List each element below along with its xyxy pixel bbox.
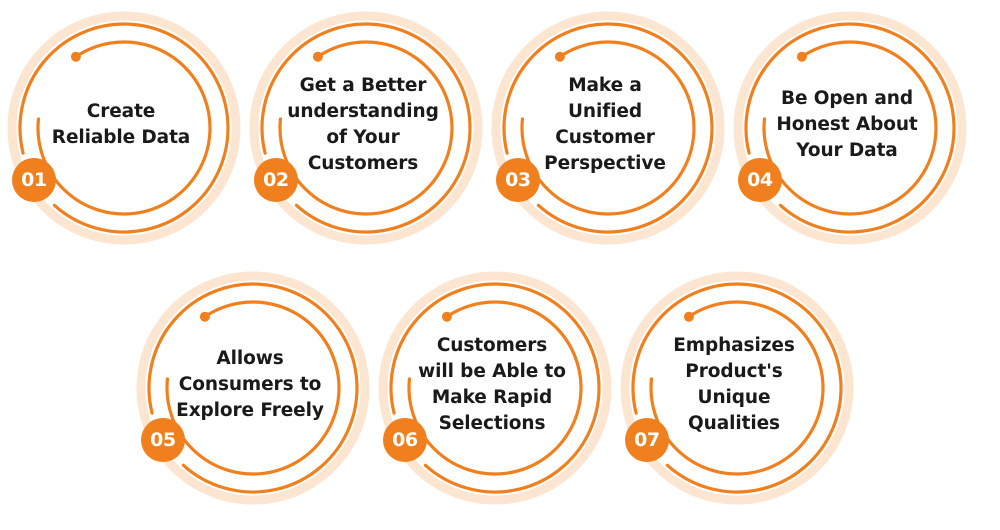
outer-arc	[18, 22, 230, 234]
halo-ring	[7, 11, 241, 245]
step-number-badge: 07	[624, 418, 669, 462]
inner-arc	[407, 300, 583, 476]
arc-start-dot	[554, 51, 565, 62]
circle-ring-icon	[733, 11, 967, 245]
step-number-badge: 03	[495, 158, 540, 202]
step-7: Emphasizes Product's Unique Qualities 07	[619, 270, 869, 520]
step-label: Customers will be Able to Make Rapid Sel…	[418, 335, 566, 434]
outer-arc	[631, 282, 843, 494]
circle-ring-icon	[491, 11, 725, 245]
step-4: Be Open and Honest About Your Data 04	[732, 10, 982, 260]
step-number-badge: 02	[253, 158, 298, 202]
inner-arc	[762, 40, 938, 216]
outer-arc	[260, 22, 472, 234]
outer-arc	[389, 282, 601, 494]
halo-ring	[378, 271, 612, 505]
arc-start-dot	[312, 51, 323, 62]
inner-arc	[36, 40, 212, 216]
step-label: Get a Better understanding of Your Custo…	[287, 75, 439, 174]
arc-start-dot	[199, 311, 210, 322]
arc-start-dot	[441, 311, 452, 322]
outer-arc	[502, 22, 714, 234]
halo-ring	[249, 11, 483, 245]
step-6: Customers will be Able to Make Rapid Sel…	[377, 270, 627, 520]
step-1: Create Reliable Data 01	[6, 10, 256, 260]
circle-ring-icon	[136, 271, 370, 505]
arc-start-dot	[70, 51, 81, 62]
halo-ring	[733, 11, 967, 245]
inner-arc	[165, 300, 341, 476]
circle-ring-icon	[7, 11, 241, 245]
circle-ring-icon	[378, 271, 612, 505]
outer-arc	[147, 282, 359, 494]
arc-start-dot	[796, 51, 807, 62]
step-number-badge: 04	[737, 158, 782, 202]
step-number-badge: 06	[382, 418, 427, 462]
halo-ring	[491, 11, 725, 245]
step-label: Be Open and Honest About Your Data	[776, 88, 918, 161]
arc-start-dot	[683, 311, 694, 322]
inner-arc	[520, 40, 696, 216]
step-label: Allows Consumers to Explore Freely	[176, 348, 324, 421]
outer-arc	[744, 22, 956, 234]
inner-arc	[649, 300, 825, 476]
circle-ring-icon	[249, 11, 483, 245]
step-number-badge: 05	[140, 418, 185, 462]
step-label: Make a Unified Customer Perspective	[544, 75, 666, 174]
inner-arc	[278, 40, 454, 216]
halo-ring	[620, 271, 854, 505]
halo-ring	[136, 271, 370, 505]
step-2: Get a Better understanding of Your Custo…	[248, 10, 498, 260]
step-label: Create Reliable Data	[51, 101, 191, 148]
circle-ring-icon	[620, 271, 854, 505]
step-label: Emphasizes Product's Unique Qualities	[673, 335, 795, 434]
step-5: Allows Consumers to Explore Freely 05	[135, 270, 385, 520]
step-number-badge: 01	[11, 158, 56, 202]
step-3: Make a Unified Customer Perspective 03	[490, 10, 740, 260]
